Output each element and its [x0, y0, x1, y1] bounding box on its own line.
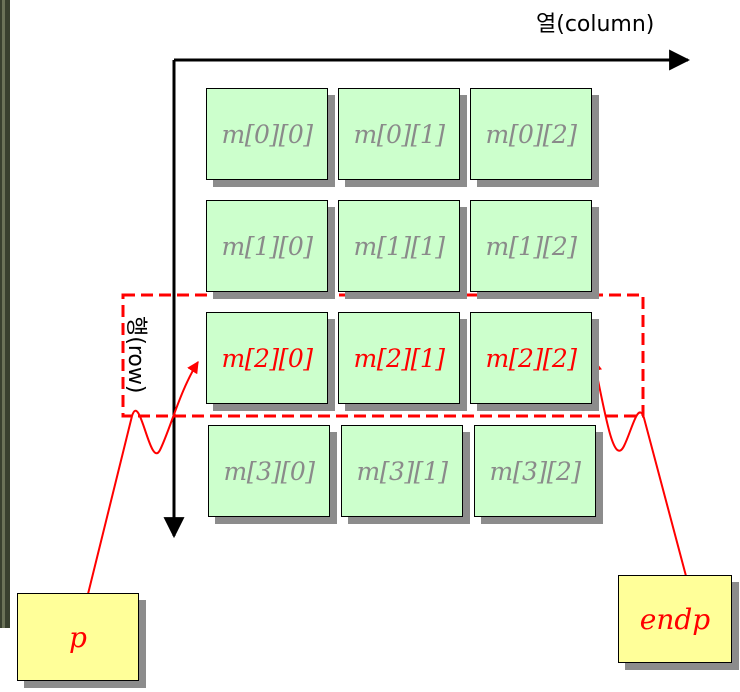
pointer-p-box: p — [17, 593, 139, 681]
matrix-cell: m[0][1] — [338, 88, 460, 180]
matrix-cell-highlighted: m[2][2] — [470, 312, 592, 404]
matrix-cell: m[1][1] — [338, 200, 460, 292]
column-axis-label: 열(column) — [536, 12, 655, 37]
p-pointer-arrow — [87, 360, 199, 595]
row-axis-label: 행(row) — [123, 316, 148, 394]
matrix-cell: m[0][0] — [206, 88, 328, 180]
matrix-cell: m[3][1] — [341, 425, 463, 517]
matrix-cell-highlighted: m[2][0] — [206, 312, 328, 404]
matrix-cell-highlighted: m[2][1] — [338, 312, 460, 404]
pointer-endp-box: endp — [618, 575, 732, 663]
row-highlight-box — [121, 293, 645, 418]
left-edge-bar — [0, 0, 10, 628]
matrix-cell: m[0][2] — [470, 88, 592, 180]
matrix-cell: m[3][0] — [208, 425, 330, 517]
endp-pointer-arrow — [590, 358, 687, 577]
matrix-cell: m[3][2] — [474, 425, 596, 517]
matrix-cell: m[1][0] — [206, 200, 328, 292]
matrix-cell: m[1][2] — [470, 200, 592, 292]
